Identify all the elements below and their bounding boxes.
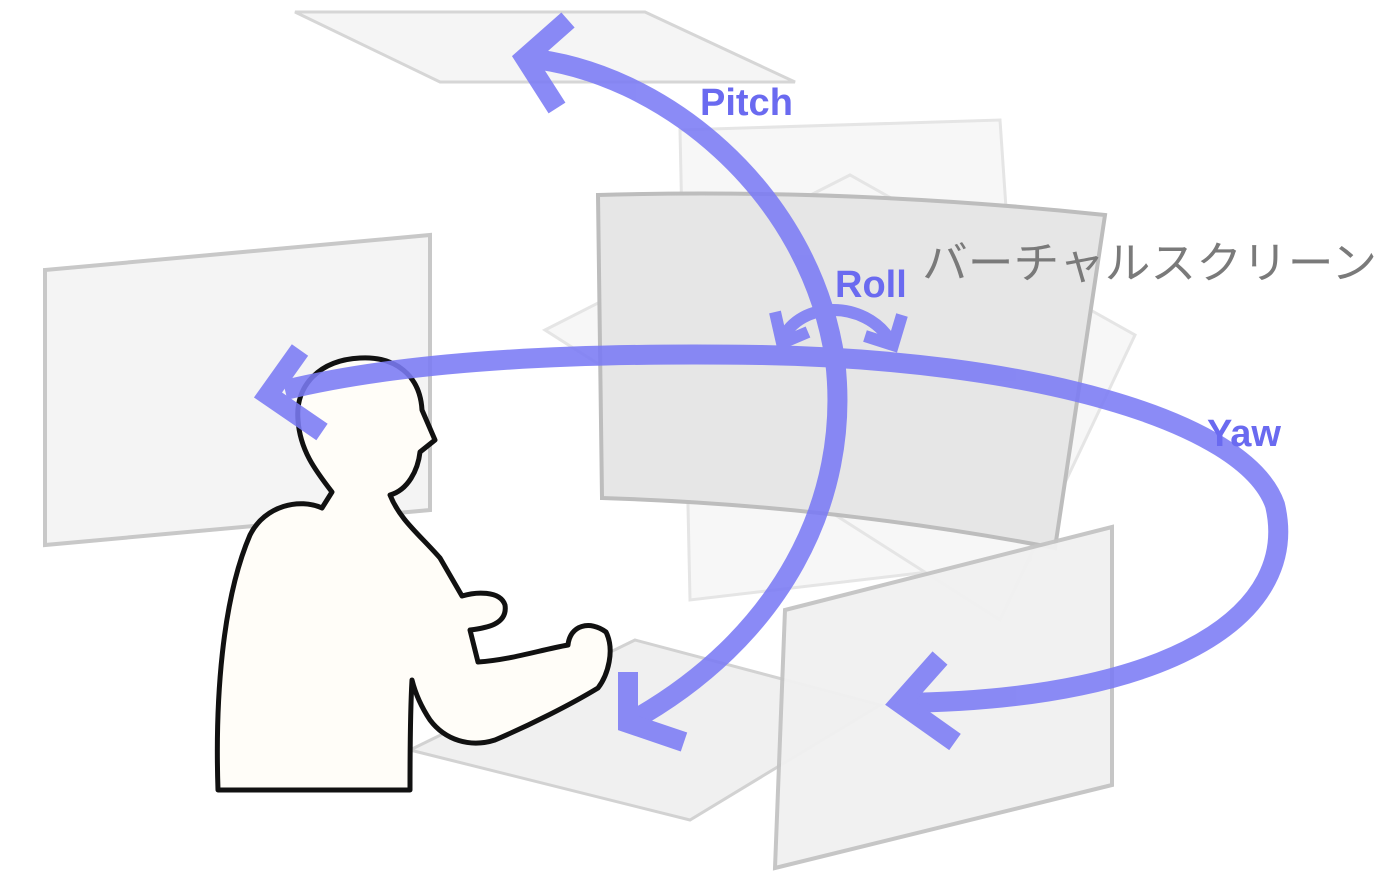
person-silhouette [214,355,613,793]
person-body [214,355,613,793]
yaw-arrowhead-right [885,651,961,751]
yaw-arrow-path [282,344,1289,713]
yaw-label: Yaw [1207,413,1281,455]
pitch-label: Pitch [700,82,793,124]
roll-arrowhead-right [863,313,908,353]
roll-arrowhead-left [769,310,811,352]
roll-arrow-path [776,304,896,344]
pitch-arrowhead-top [511,12,575,114]
yaw-arrowhead-left [253,344,328,441]
pitch-arrow-path [524,48,848,732]
virtual-screen-label: バーチャルスクリーン [922,238,1377,289]
pitch-arrowhead-bottom [618,672,688,752]
roll-label: Roll [835,264,907,306]
rotation-arrows [253,12,1289,752]
